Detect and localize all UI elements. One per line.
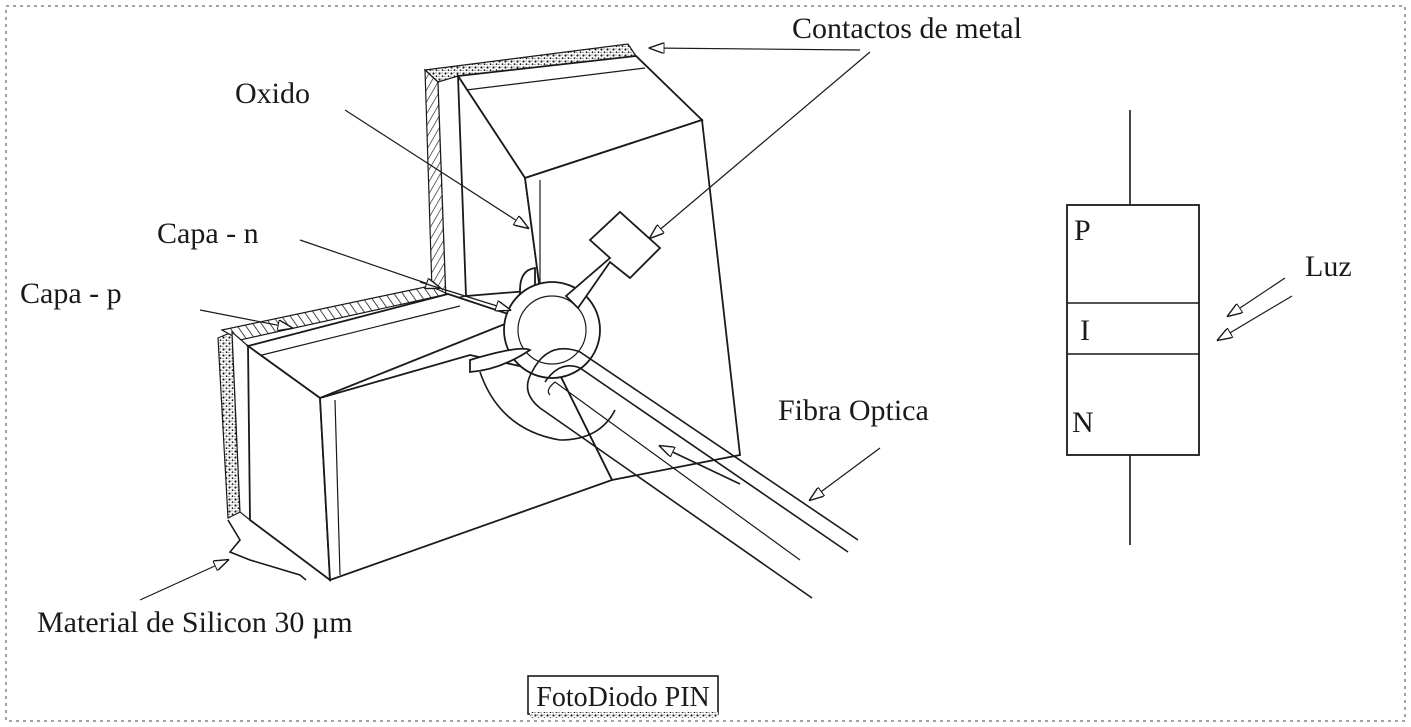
thickness-break-mark [227,519,307,581]
light-ray-2 [1218,295,1293,340]
leader-fibra [810,447,881,500]
vertical-block [423,43,741,482]
label-oxido: Oxido [235,77,310,110]
label-fibra-optica: Fibra Optica [778,394,929,427]
junction-region [469,210,662,441]
caption-text: FotoDiodo PIN [536,682,709,713]
pin-body [1066,204,1200,456]
horizontal-block [217,285,614,582]
pin-label-p: P [1074,214,1091,247]
leader-capa-n [299,239,440,288]
optical-fiber [526,347,859,599]
light-ray-1 [1228,277,1286,316]
leader-contactos-top [650,48,861,50]
leader-capa-n-2 [419,281,510,310]
device-3d-drawing [217,43,859,599]
label-luz: Luz [1305,250,1352,283]
pin-label-i: I [1080,314,1090,347]
label-capa-p: Capa - p [20,277,122,310]
leader-contactos-tab [650,51,871,238]
metal-contact-tab [564,210,662,310]
leader-oxido [344,109,528,228]
label-material-silicon: Material de Silicon 30 µm [37,606,353,639]
light-direction-arrow [660,446,741,485]
pin-symbol: P I N Luz [1066,110,1352,545]
leader-capa-p [199,309,292,328]
leader-material [139,560,228,601]
label-contactos-metal: Contactos de metal [792,12,1022,45]
caption-box [527,675,719,715]
pin-label-n: N [1072,406,1094,439]
caption-underline [530,712,718,718]
label-capa-n: Capa - n [157,217,259,250]
